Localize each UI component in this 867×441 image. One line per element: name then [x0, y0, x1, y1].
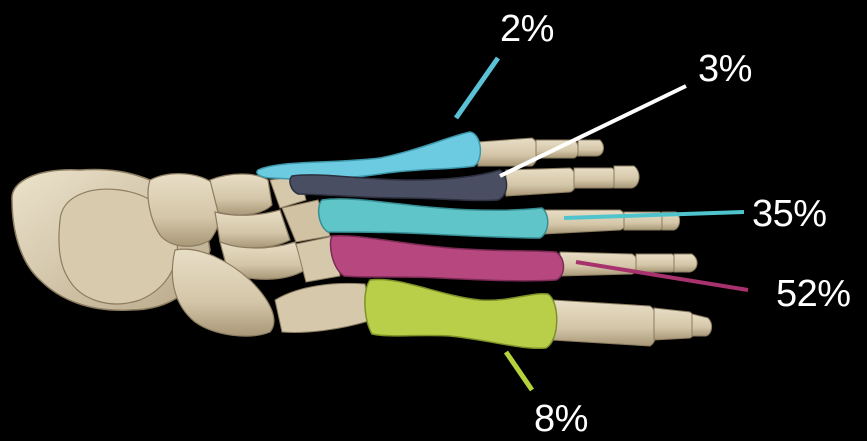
medial-cuneiform-bone: [210, 174, 272, 215]
percentage-label-first-metatarsal: 2%: [500, 10, 554, 48]
toe5-middle: [654, 308, 696, 340]
leader-line-m1: [456, 58, 498, 118]
toe2-distal: [614, 166, 639, 188]
leader-line-m2: [500, 86, 686, 176]
toe4-distal: [674, 254, 697, 272]
toe2-proximal: [506, 168, 576, 196]
second-metatarsal-bone: [290, 170, 507, 201]
intermediate-cuneiform-bone: [215, 210, 290, 248]
percentage-label-fourth-metatarsal: 52%: [776, 275, 851, 313]
toe3-proximal: [544, 210, 626, 234]
fifth-metatarsal-bone: [365, 279, 557, 348]
toe1-distal: [578, 140, 603, 156]
percentage-label-fifth-metatarsal: 8%: [534, 400, 588, 438]
third-metatarsal-bone: [319, 199, 548, 238]
toe4-middle: [636, 254, 677, 272]
first-metatarsal-bone: [257, 132, 480, 179]
percentage-label-second-metatarsal: 3%: [698, 50, 752, 88]
leader-line-m5: [506, 352, 532, 390]
fourth-metatarsal-bone: [331, 236, 564, 281]
tarsal-base-4: [275, 283, 372, 332]
percentage-label-third-metatarsal: 35%: [752, 195, 827, 233]
toe5-distal: [692, 314, 712, 336]
toe2-middle: [574, 168, 617, 188]
toe5-proximal: [552, 300, 658, 346]
